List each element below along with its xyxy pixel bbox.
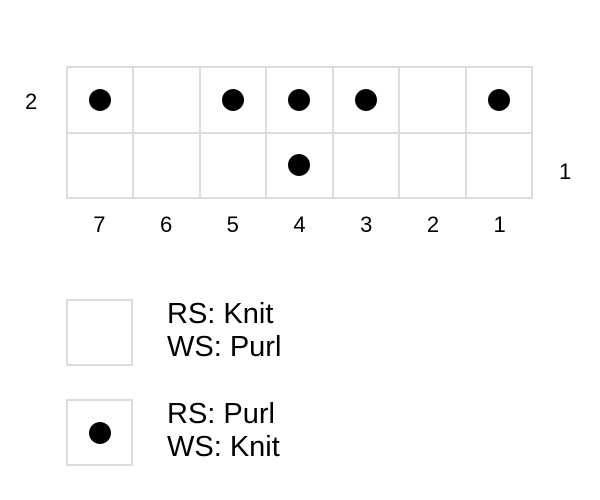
chart-cell	[333, 133, 401, 199]
column-label: 1	[493, 212, 506, 237]
legend-text: RS: Knit WS: Purl	[167, 298, 281, 364]
column-labels: 7 6 5 4 3 2 1	[66, 212, 533, 238]
row-label-2: 2	[25, 89, 38, 114]
empty-square-icon	[66, 299, 133, 366]
purl-dot-icon	[222, 88, 245, 111]
purl-dot-icon	[354, 88, 377, 111]
legend-line-ws: WS: Knit	[167, 431, 280, 463]
chart-cell	[333, 68, 401, 134]
chart-cell	[134, 133, 201, 199]
purl-dot-icon	[288, 154, 311, 177]
purl-dot-icon	[89, 88, 112, 111]
chart-cell	[267, 68, 334, 134]
legend-text: RS: Purl WS: Knit	[167, 398, 280, 464]
chart-cell	[200, 133, 268, 199]
chart-cell	[400, 133, 467, 199]
purl-dot-icon	[487, 88, 510, 111]
column-label: 4	[293, 212, 306, 237]
column-label: 7	[93, 212, 106, 237]
column-label: 6	[159, 212, 173, 237]
chart-cell	[267, 133, 334, 199]
column-label: 2	[426, 212, 440, 237]
chart-cell	[200, 68, 268, 134]
chart-cell	[466, 133, 533, 199]
column-label: 5	[226, 212, 239, 237]
legend-line-ws: WS: Purl	[167, 331, 282, 363]
knitting-chart-grid	[66, 66, 533, 199]
chart-cell	[134, 68, 201, 134]
chart-cell	[68, 68, 135, 134]
legend-line-rs: RS: Knit	[167, 298, 274, 330]
row-label-1: 1	[559, 159, 572, 184]
dot-icon	[88, 421, 111, 444]
legend-line-rs: RS: Purl	[167, 398, 275, 430]
chart-cell	[466, 68, 533, 134]
dot-square-icon	[66, 399, 133, 466]
chart-cell	[68, 133, 135, 199]
chart-cell	[400, 68, 467, 134]
purl-dot-icon	[288, 88, 311, 111]
column-label: 3	[360, 212, 373, 237]
